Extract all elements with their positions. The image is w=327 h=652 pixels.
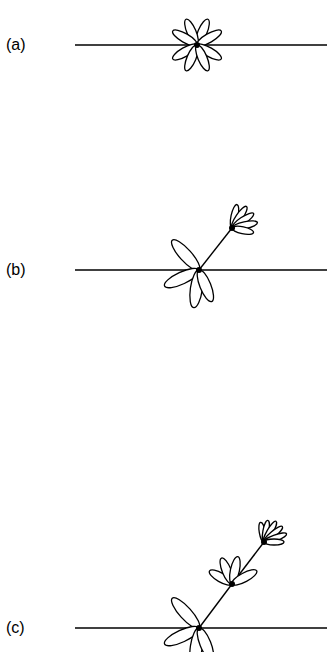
panel-label: (b) [6,261,26,279]
panel-label: (a) [6,36,26,54]
panel-label: (c) [6,619,25,637]
plant-c [162,520,288,652]
rosette [171,17,224,72]
plant-b [162,204,258,309]
